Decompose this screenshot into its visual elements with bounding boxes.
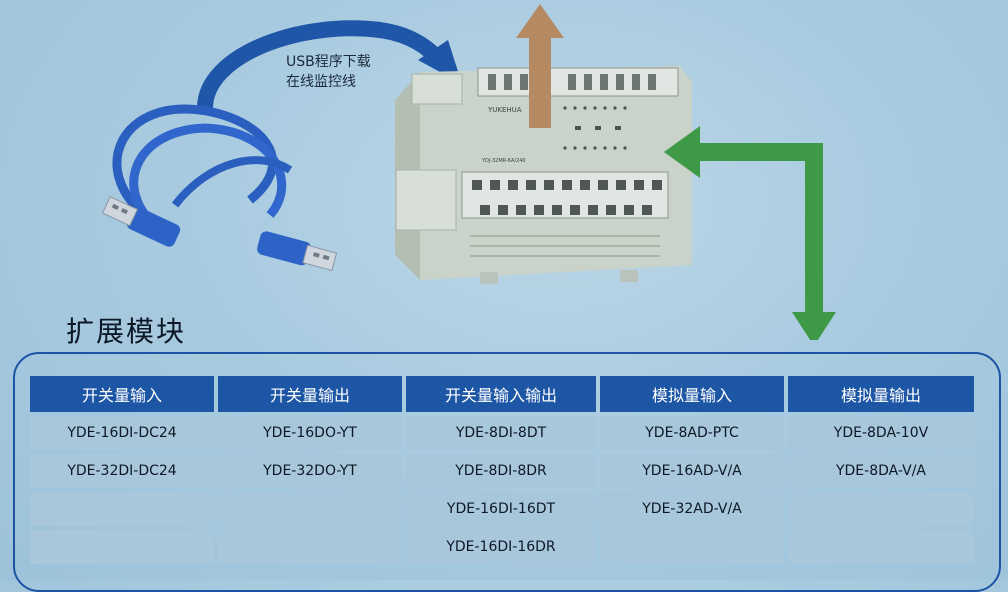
usb-cable-label: USB程序下载 在线监控线 <box>286 52 371 92</box>
expansion-arrow-icon <box>664 126 836 340</box>
table-cell: YDE-16AD-V/A <box>600 454 784 488</box>
table-cell <box>30 530 214 564</box>
up-arrow-icon <box>516 4 564 128</box>
section-title: 扩展模块 <box>66 315 187 348</box>
table-cell: YDE-32DI-DC24 <box>30 454 214 488</box>
table-cell: YDE-16DI-16DT <box>406 492 596 526</box>
table-cell: YDE-16DI-16DR <box>406 530 596 564</box>
table-header: 模拟量输出 <box>788 376 974 412</box>
table-cell: YDE-8AD-PTC <box>600 416 784 450</box>
table-header: 开关量输出 <box>218 376 402 412</box>
table-cell: YDE-8DI-8DT <box>406 416 596 450</box>
table-cell: YDE-8DI-8DR <box>406 454 596 488</box>
table-header: 模拟量输入 <box>600 376 784 412</box>
table-cell: YDE-16DO-YT <box>218 416 402 450</box>
table-cell <box>600 530 784 564</box>
table-header: 开关量输入 <box>30 376 214 412</box>
plc-model: YDJ-32MR-6A/240 <box>481 158 526 164</box>
table-cell <box>30 492 214 526</box>
usb-label-line2: 在线监控线 <box>286 74 356 90</box>
usb-label-line1: USB程序下载 <box>286 54 371 70</box>
table-cell: YDE-32DO-YT <box>218 454 402 488</box>
table-cell <box>788 530 974 564</box>
plc-device <box>395 66 692 284</box>
table-cell <box>218 530 402 564</box>
table-cell: YDE-8DA-10V <box>788 416 974 450</box>
table-header: 开关量输入输出 <box>406 376 596 412</box>
usb-cable-icon <box>101 104 338 272</box>
hero-illustration: YUKEHUA YDJ-32MR-6A/240 <box>101 4 836 340</box>
table-cell: YDE-16DI-DC24 <box>30 416 214 450</box>
table-cell <box>218 492 402 526</box>
plc-brand: YUKEHUA <box>487 106 522 114</box>
table-cell <box>788 492 974 526</box>
modules-table: 开关量输入 开关量输出 开关量输入输出 模拟量输入 模拟量输出 YDE-16DI… <box>30 376 974 564</box>
table-cell: YDE-32AD-V/A <box>600 492 784 526</box>
table-cell: YDE-8DA-V/A <box>788 454 974 488</box>
